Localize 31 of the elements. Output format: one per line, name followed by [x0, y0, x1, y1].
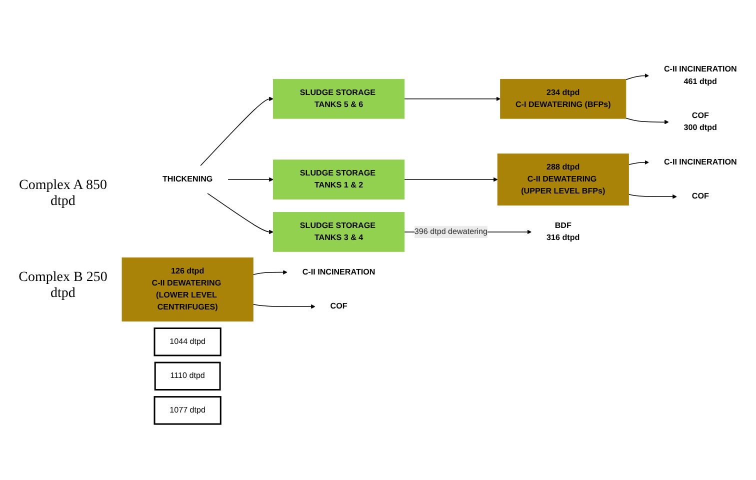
node-text: C-II INCINERATION: [302, 268, 376, 276]
node-box: 288 dtpd C-II DEWATERING (UPPER LEVEL BFPs): [497, 154, 629, 206]
node-text: COF: [330, 302, 348, 311]
node-text: C-II INCINERATION 461 dtpd: [664, 65, 737, 86]
node-box: 1110 dtpd: [154, 362, 221, 390]
arrow: [404, 96, 501, 102]
edge-label: 396 dtpd dewatering: [414, 227, 488, 236]
arrow: [626, 118, 669, 124]
node-box: SLUDGE STORAGE TANKS 1 & 2: [273, 160, 405, 200]
arrow: [626, 73, 650, 80]
flow-note: Complex A 850 dtpd: [18, 178, 108, 210]
node-text: COF: [692, 192, 709, 201]
arrow: [404, 177, 498, 182]
arrow: [252, 304, 316, 309]
arrow: [252, 270, 288, 275]
node-box: 1077 dtpd: [154, 396, 222, 425]
node-text: BDF 316 dtpd: [546, 221, 580, 242]
arrow: [628, 160, 650, 166]
node-text: C-II INCINERATION: [664, 158, 737, 166]
node-box: SLUDGE STORAGE TANKS 3 & 4: [273, 212, 405, 252]
node-box: SLUDGE STORAGE TANKS 5 & 6: [273, 78, 405, 119]
node-text: COF 300 dtpd: [684, 111, 717, 132]
arrow: [628, 194, 677, 199]
node-box: 126 dtpd C-II DEWATERING (LOWER LEVEL CENTRIFUGES): [122, 257, 254, 322]
node-box: 234 dtpd C-I DEWATERING (BFPs): [500, 78, 626, 119]
arrow: [206, 192, 274, 234]
node-box: 1044 dtpd: [154, 327, 222, 356]
node-text: THICKENING: [162, 174, 213, 184]
arrow: [227, 177, 274, 182]
arrow: [200, 96, 274, 166]
flow-note: Complex B 250 dtpd: [18, 270, 108, 302]
